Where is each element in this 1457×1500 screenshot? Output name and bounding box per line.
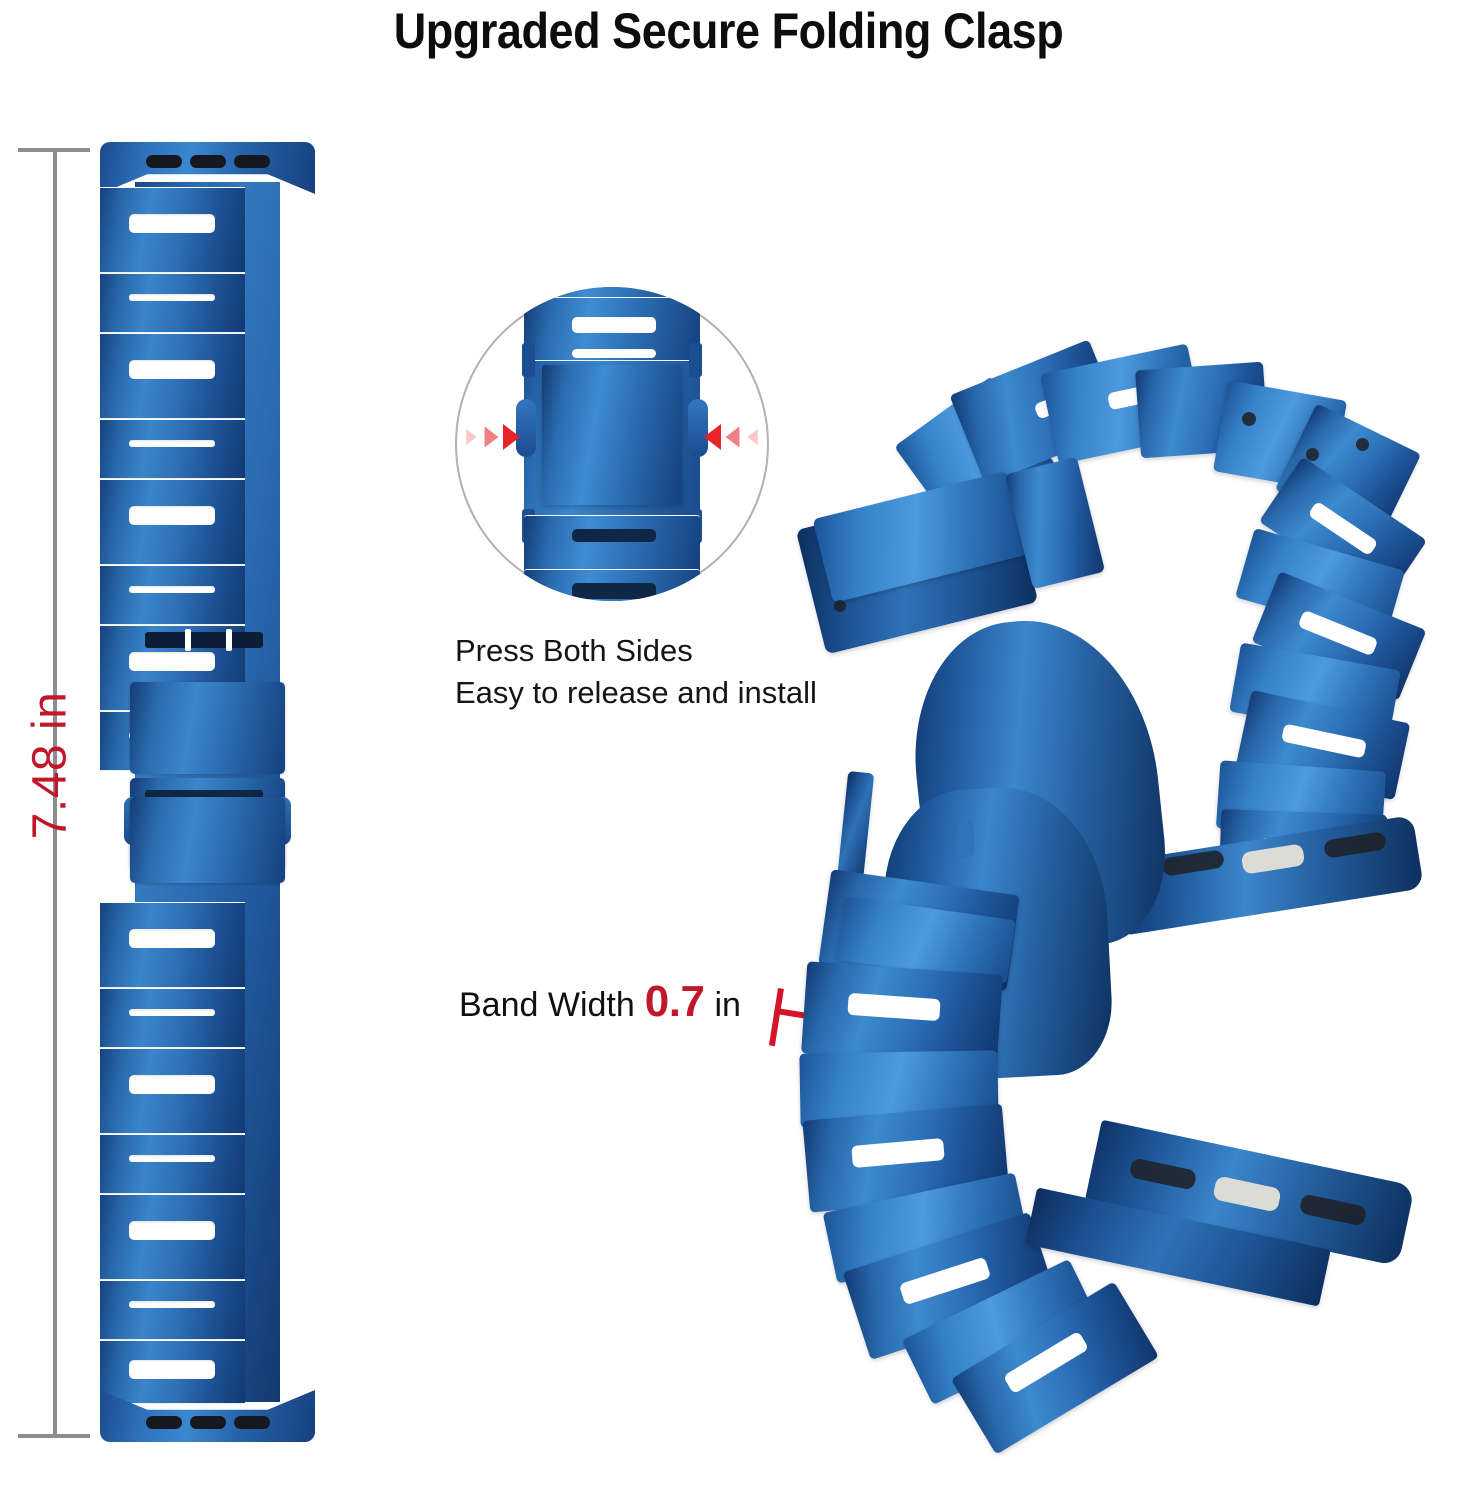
link-cutout <box>129 440 215 447</box>
dimension-cap-bottom <box>18 1434 90 1438</box>
bracelet-link <box>100 565 245 625</box>
bracket-end-left <box>768 988 784 1047</box>
inset-caption-line2: Easy to release and install <box>455 675 817 711</box>
inset-link-cutout <box>572 583 656 599</box>
inset-link-cutout <box>572 529 656 542</box>
link-cutout <box>129 294 215 301</box>
clasp-pin <box>185 629 191 651</box>
link-cutout <box>129 1075 215 1094</box>
band-width-unit: in <box>714 986 741 1024</box>
flat-lay-bracelet <box>100 142 315 1442</box>
bracelet-link <box>100 419 245 479</box>
bracelet-link <box>100 1340 245 1404</box>
inset-clasp-cover <box>542 365 682 505</box>
link-cutout <box>129 1360 215 1379</box>
link-cutout <box>129 360 215 379</box>
length-dimension-label: 7.48 in <box>23 691 77 840</box>
band-pin <box>958 820 974 858</box>
inset-bracelet <box>516 287 708 601</box>
bracelet-link <box>100 988 245 1048</box>
link-cutout <box>129 586 215 593</box>
inset-link <box>524 515 700 573</box>
band-width-label: Band Width 0.7 in <box>459 977 741 1027</box>
chevron-left-icon <box>747 428 758 446</box>
length-dimension-ruler: 7.48 in <box>18 148 90 1438</box>
bracelet-link <box>100 1134 245 1194</box>
inset-link-cutout <box>572 349 656 358</box>
bracelet-link <box>100 1280 245 1340</box>
link-cutout <box>129 929 215 948</box>
link-cutout <box>129 1301 215 1308</box>
link-pin-hole <box>1242 412 1256 426</box>
inset-content <box>455 287 769 601</box>
band-width-value: 0.7 <box>644 977 705 1026</box>
chevron-left-icon <box>704 424 721 450</box>
band-width-prefix: Band Width <box>459 986 635 1024</box>
inset-caption-line1: Press Both Sides <box>455 633 693 668</box>
link-cutout <box>129 214 215 233</box>
press-arrows-right <box>704 424 761 450</box>
clasp-pin-hole <box>834 600 846 612</box>
chevron-left-icon <box>725 426 740 448</box>
inset-link-cutout <box>572 317 656 333</box>
press-arrows-left <box>463 424 520 450</box>
link-cutout <box>129 1155 215 1162</box>
dimension-line <box>53 148 57 1438</box>
lug-slot-icon <box>234 155 270 168</box>
link-pin-hole <box>1356 438 1369 451</box>
link-pin-hole <box>1306 448 1319 461</box>
inset-side-notch <box>522 343 535 377</box>
bracelet-link <box>100 273 245 333</box>
clasp-closeup-inset <box>455 287 769 601</box>
lug-slot-icon <box>146 1416 182 1429</box>
inset-release-button-left[interactable] <box>516 399 536 457</box>
inset-release-button-right[interactable] <box>688 399 708 457</box>
lug-slot-icon <box>190 155 226 168</box>
chevron-right-icon <box>484 426 499 448</box>
chevron-right-icon <box>466 428 477 446</box>
clasp-plate-upper <box>130 682 285 774</box>
clasp-pin <box>226 629 232 651</box>
page-title: Upgraded Secure Folding Clasp <box>393 3 1064 59</box>
link-cutout <box>129 1009 215 1016</box>
link-cutout <box>129 652 215 671</box>
lug-slot-icon <box>146 155 182 168</box>
lug-slot-icon <box>190 1416 226 1429</box>
link-cutout <box>129 506 215 525</box>
clasp-dark-bar <box>145 632 263 648</box>
inset-caption: Press Both Sides Easy to release and ins… <box>455 630 817 714</box>
inset-side-notch <box>689 343 702 377</box>
chevron-right-icon <box>503 424 520 450</box>
clasp-cover <box>130 797 285 883</box>
product-photo-open-clasp <box>790 339 1440 1455</box>
lug-slot-icon <box>234 1416 270 1429</box>
link-cutout <box>129 1221 215 1240</box>
